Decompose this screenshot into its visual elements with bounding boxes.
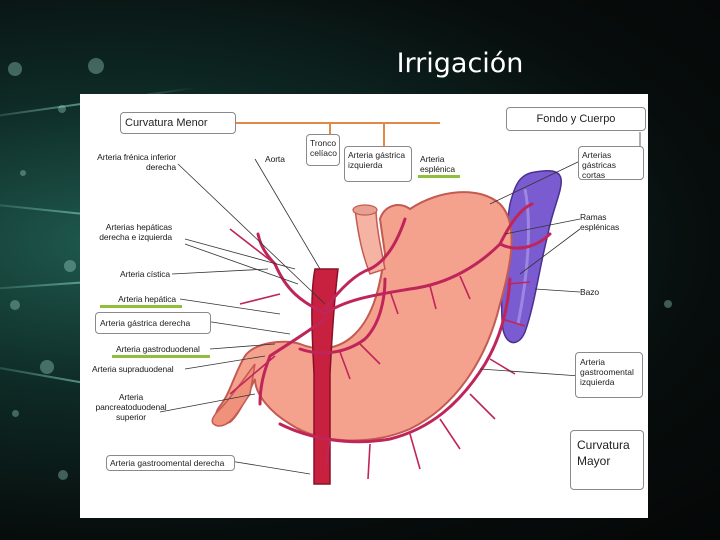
artery-network xyxy=(256,202,552,444)
label-pancreatoduodenal: Arteria pancreatoduodenal superior xyxy=(95,392,167,422)
label-esplenica: Arteria esplénica xyxy=(420,154,456,174)
anatomy-figure: Curvatura Menor Fondo y Cuerpo Curvatura… xyxy=(80,94,648,518)
label-hepatica: Arteria hepática xyxy=(118,294,176,304)
callout-fondo-cuerpo: Fondo y Cuerpo xyxy=(506,107,646,131)
slide-title: Irrigación xyxy=(396,48,524,79)
label-frenica: Arteria frénica inferior derecha xyxy=(97,152,176,172)
highlight-esplenica xyxy=(418,175,460,178)
spleen-shape xyxy=(500,170,562,344)
label-supraduodenal: Arteria supraduodenal xyxy=(92,364,174,374)
callout-curvatura-menor: Curvatura Menor xyxy=(120,112,236,134)
box-gastroomental-derecha: Arteria gastroomental derecha xyxy=(106,455,235,471)
label-hepaticas: Arterias hepáticas derecha e izquierda xyxy=(99,222,172,242)
box-gastrica-derecha: Arteria gástrica derecha xyxy=(95,312,211,334)
highlight-hepatica xyxy=(100,305,182,308)
highlight-gastroduodenal xyxy=(112,355,210,358)
label-ramas-esplenicas: Ramas esplénicas xyxy=(580,212,620,232)
callout-curvatura-mayor: Curvatura Mayor xyxy=(570,430,644,490)
label-gastroduodenal: Arteria gastroduodenal xyxy=(116,344,200,354)
box-gastroomental-izquierda: Arteria gastroomental izquierda xyxy=(575,352,643,398)
label-bazo: Bazo xyxy=(580,287,599,297)
box-gastrica-izquierda: Arteria gástrica izquierda xyxy=(344,146,412,182)
label-aorta: Aorta xyxy=(265,154,285,164)
label-cistica: Arteria cística xyxy=(120,269,170,279)
box-gastricas-cortas: Arterias gástricas cortas xyxy=(578,146,644,180)
stomach-shape xyxy=(214,191,513,442)
leader-lines xyxy=(159,158,581,475)
stomach-illustration xyxy=(159,122,641,485)
box-tronco-celiaco: Tronco celíaco xyxy=(306,134,340,166)
